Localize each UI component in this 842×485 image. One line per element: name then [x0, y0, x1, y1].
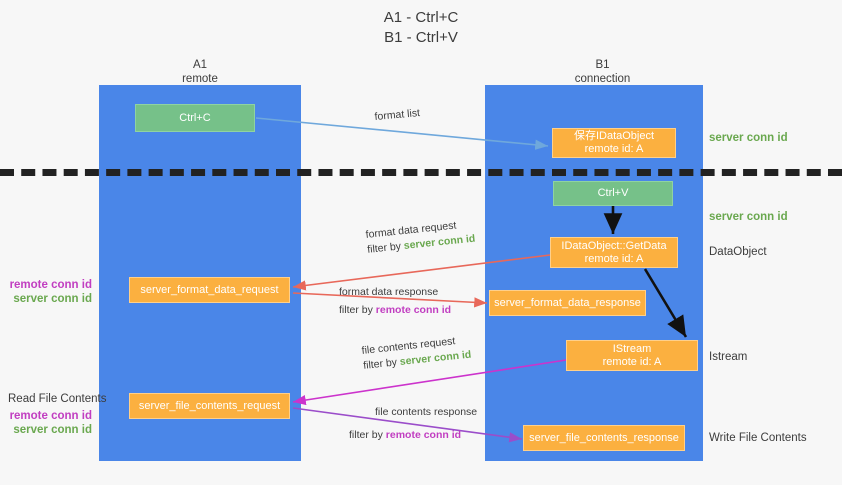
box-ctrl-c[interactable]: Ctrl+C	[135, 104, 255, 132]
flow-format-data-response-filter: filter by remote conn id	[339, 303, 451, 318]
lane-header-b1: B1 connection	[515, 58, 690, 86]
lane-a1-sub: remote	[182, 73, 218, 85]
flow-label-file-contents-response: file contents response filter by remote …	[349, 405, 478, 443]
label-server-conn-id-2: server conn id	[13, 424, 92, 436]
filter-prefix: filter by	[349, 429, 386, 441]
box-ctrl-v[interactable]: Ctrl+V	[553, 181, 673, 206]
lane-a1-name: A1	[192, 59, 208, 71]
label-server-conn-id-top: server conn id	[709, 132, 788, 144]
box-ctrl-c-label: Ctrl+C	[179, 111, 211, 124]
label-server-conn-id-1: server conn id	[13, 293, 92, 305]
flow-label-format-list: format list	[374, 107, 421, 123]
flow-format-data-response-title: format data response	[339, 286, 439, 298]
flow-file-contents-response-title: file contents response	[375, 406, 478, 418]
label-conn-pair-1: remote conn id server conn id	[0, 278, 92, 306]
filter-value: remote conn id	[375, 304, 452, 316]
diagram-title: A1 - Ctrl+C B1 - Ctrl+V	[0, 8, 842, 48]
title-line-1: A1 - Ctrl+C	[383, 9, 459, 26]
flow-label-file-contents-request: file contents request filter by server c…	[361, 333, 472, 374]
box-server-format-data-response[interactable]: server_format_data_response	[489, 290, 646, 316]
box-istream-line2: remote id: A	[602, 355, 662, 368]
lane-header-a1: A1 remote	[120, 58, 280, 86]
box-idataobject-getdata[interactable]: IDataObject::GetData remote id: A	[550, 237, 678, 268]
filter-prefix: filter by	[362, 356, 401, 372]
box-ole-dataobject[interactable]: 保存IDataObject remote id: A	[552, 128, 676, 158]
box-ole-dataobject-line1: 保存IDataObject	[573, 130, 655, 142]
box-idataobject-getdata-line1: IDataObject::GetData	[561, 239, 667, 252]
label-read-file-contents: Read File Contents	[8, 393, 107, 405]
box-server-format-data-request-label: server_format_data_request	[140, 283, 279, 296]
box-server-file-contents-response[interactable]: server_file_contents_response	[523, 425, 685, 451]
label-remote-conn-id-2: remote conn id	[9, 410, 92, 422]
box-ctrl-v-label: Ctrl+V	[597, 187, 629, 199]
label-remote-conn-id-1: remote conn id	[9, 279, 92, 291]
lane-b1-name: B1	[595, 59, 610, 71]
filter-value: remote conn id	[385, 429, 462, 441]
title-line-2: B1 - Ctrl+V	[384, 29, 458, 46]
label-conn-pair-2: remote conn id server conn id	[0, 409, 92, 437]
box-istream[interactable]: IStream remote id: A	[566, 340, 698, 371]
box-server-file-contents-request[interactable]: server_file_contents_request	[129, 393, 290, 419]
box-server-file-contents-response-label: server_file_contents_response	[529, 431, 679, 444]
label-server-conn-id-mid: server conn id	[709, 211, 788, 223]
label-dataobject: DataObject	[709, 246, 767, 258]
flow-label-format-data-response: format data response filter by remote co…	[339, 285, 451, 318]
box-server-format-data-request[interactable]: server_format_data_request	[129, 277, 290, 303]
box-server-file-contents-request-label: server_file_contents_request	[138, 399, 281, 412]
box-idataobject-getdata-line2: remote id: A	[584, 252, 644, 265]
filter-prefix: filter by	[366, 240, 405, 256]
phase-divider	[0, 169, 842, 176]
flow-label-format-data-request: format data request filter by server con…	[365, 217, 476, 258]
label-istream: Istream	[709, 351, 748, 363]
filter-prefix: filter by	[339, 304, 376, 316]
box-ole-dataobject-line2: remote id: A	[584, 143, 644, 155]
flow-file-contents-response-filter: filter by remote conn id	[349, 428, 477, 443]
box-server-format-data-response-label: server_format_data_response	[494, 296, 641, 309]
label-write-file-contents: Write File Contents	[709, 432, 807, 444]
box-istream-line1: IStream	[612, 342, 652, 355]
lane-b1-sub: connection	[574, 73, 631, 85]
